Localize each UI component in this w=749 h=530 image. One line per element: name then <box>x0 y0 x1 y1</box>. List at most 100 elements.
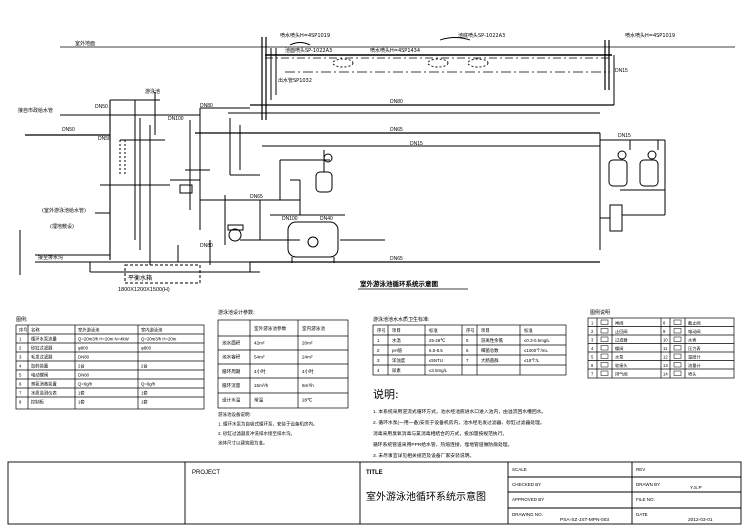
title-text: 室外游泳池循环系统示意图 <box>366 490 486 503</box>
dosing-tank-1 <box>315 171 333 193</box>
table3-cell: 游离性余氯 <box>481 337 504 344</box>
legend-number: 6 <box>591 363 594 368</box>
legend-name: 喷头 <box>688 371 696 378</box>
table2-cell: 42m² <box>254 340 265 345</box>
table1-cell: 1 <box>19 337 22 342</box>
notes-title: 说明: <box>373 387 399 401</box>
table3-cell: ≤1000个/mL <box>524 348 548 353</box>
rev-label: REV <box>636 467 645 472</box>
date-label: DATE <box>636 512 648 517</box>
table1-cell: 6 <box>19 382 22 387</box>
pool-body-label: 游泳池 <box>145 88 160 95</box>
legend-name: 闸阀 <box>615 320 623 327</box>
table2-cell: 6m³/h <box>302 383 314 388</box>
pipe-label-dn50-b: DN50 <box>62 127 75 133</box>
table2-cell: 循环流量 <box>222 382 241 389</box>
nozzle-label-e: 池底喷头SP-1022A3 <box>458 32 505 39</box>
table1-cell: 控制柜 <box>31 399 45 406</box>
table2-note: 1. 循环水泵为自吸式循环泵，安装于设备机房内。 <box>218 421 318 428</box>
nozzle-label-b: 池面喷头SP-1022A3 <box>285 47 332 54</box>
table3-cell: 7 <box>466 358 469 363</box>
table2-cell: 4小时 <box>254 368 266 375</box>
table3-cell: pH值 <box>392 347 403 354</box>
left-note-1: (室外游泳池给水管) <box>42 207 86 214</box>
note-line: 循环系统管道采用PPR给水管，热熔连接，埋地管道做防腐处理。 <box>373 441 512 448</box>
table3-cell: 5 <box>466 338 469 343</box>
sand-filter-tank <box>287 221 339 258</box>
pipe-label-dn40: DN40 <box>320 216 333 222</box>
legend-name: 软接头 <box>615 362 628 369</box>
table1-cell: 2 <box>19 346 22 351</box>
drain-label: 接至排水沟 <box>38 254 63 261</box>
table3-header: 项目 <box>392 328 401 334</box>
legend-name: 止回阀 <box>615 328 628 335</box>
table1-cell: 电动蝶阀 <box>31 372 48 379</box>
table1-cell: φ800 <box>141 346 152 351</box>
table2-note: 池体尺寸以建筑图为准。 <box>218 440 268 447</box>
nozzle-label-a: 喷水喷头H=4SP1019 <box>280 32 330 39</box>
table3-cell: 6 <box>466 348 469 353</box>
legend-symbol <box>673 362 682 368</box>
legend-number: 2 <box>591 329 594 334</box>
table2-cell: 池水面积 <box>222 339 241 346</box>
schematic <box>19 37 735 284</box>
table2-cell: 常温 <box>254 397 264 404</box>
legend-name: 流量计 <box>688 362 701 369</box>
legend-symbol <box>673 370 682 376</box>
table3-header: 标准 <box>524 327 533 334</box>
legend-name: 温度计 <box>688 354 701 361</box>
legend-symbol <box>600 353 609 359</box>
legend-symbol <box>673 328 682 334</box>
table2-note: 2. 砂缸过滤器反冲洗排水接至排水沟。 <box>218 430 295 437</box>
legend-number: 10 <box>663 338 668 343</box>
legend-name: 电动阀 <box>688 328 701 335</box>
table1-cell: DN80 <box>78 373 90 378</box>
table1-header: 序号 <box>19 327 28 334</box>
legend-number: 9 <box>663 329 666 334</box>
table2-cell: 设计水温 <box>222 397 241 404</box>
table3-cell: 1 <box>377 338 380 343</box>
pipe-label-dn15-a: DN15 <box>410 141 423 147</box>
legend-number: 5 <box>591 355 594 360</box>
table1-cell: 1套 <box>78 399 85 406</box>
table2-cell: 15m³/h <box>254 383 269 388</box>
legend-symbol <box>600 362 609 368</box>
balance-tank <box>124 264 201 284</box>
table3-cell: 浑浊度 <box>392 357 406 364</box>
tank-size-label: 1800X1200X1500(H) <box>118 287 170 293</box>
design-notes: 说明: 1. 本系统采用逆流式循环方式，池水经池底进水口进入池内，由溢流回水槽回… <box>373 387 546 459</box>
table3-cell: 2 <box>377 348 380 353</box>
legend-symbol <box>600 319 609 325</box>
supply-source-label: 接自市政给水管 <box>18 107 53 114</box>
table1-cell: 水质监测仪表 <box>31 390 57 397</box>
table3-cell: 水温 <box>392 337 401 344</box>
pipe-label-dn50-c: DN50 <box>98 136 111 142</box>
table3-cell: 4 <box>377 368 380 373</box>
table3-cell: ≤18个/L <box>524 358 540 363</box>
table2-cell: 54m³ <box>254 355 265 360</box>
legend-symbol <box>673 353 682 359</box>
table3-header: 项目 <box>481 328 490 334</box>
table1-cell: Q=6g/h <box>78 382 93 387</box>
table3-title: 游泳池池水水质卫生标准: <box>373 316 430 323</box>
legend-number: 11 <box>663 346 668 351</box>
table2-cell: 循环周期 <box>222 368 241 375</box>
table1-cell: Q=6g/h <box>141 382 156 387</box>
nozzle-markers <box>289 37 489 68</box>
table1-cell: 5 <box>19 373 22 378</box>
project-label: PROJECT <box>192 470 220 476</box>
legend-name: 水表 <box>688 337 697 344</box>
legend-symbol <box>600 370 609 376</box>
table1-cell: DN80 <box>78 355 90 360</box>
legend-name: 过滤器 <box>615 337 628 344</box>
legend-name: 蝶阀 <box>615 345 623 352</box>
nozzle-marker-b <box>427 58 449 68</box>
legend-number: 3 <box>591 338 594 343</box>
circulation-pump <box>228 228 242 242</box>
table3-cell: 大肠菌群 <box>481 357 499 364</box>
table1-cell: 1套 <box>141 399 148 406</box>
note-line: 2. 循环水泵(一用一备)安装于设备机房内，池水经毛发过滤器、砂缸过滤器处理。 <box>373 419 545 426</box>
table1-cell: 毛发过滤器 <box>31 354 53 361</box>
legend-symbol <box>600 345 609 351</box>
